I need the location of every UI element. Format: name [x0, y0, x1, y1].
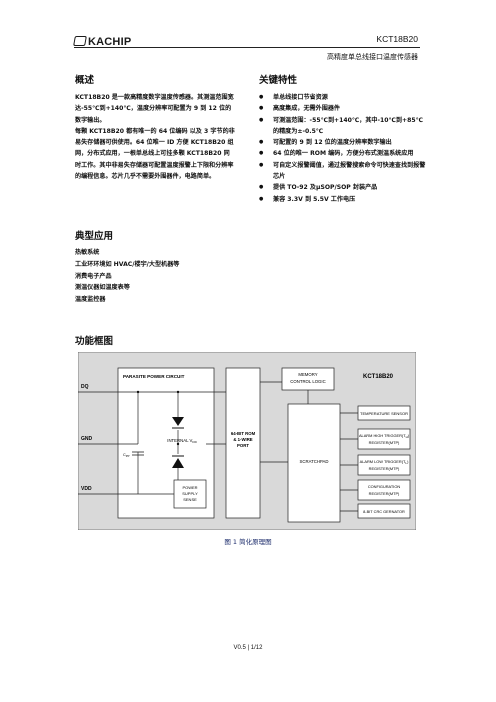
internal-vdd-label: INTERNAL VDD: [167, 438, 197, 444]
alarm-low-register-box: [357, 454, 411, 476]
pin-label: DQ: [81, 384, 89, 390]
diode-icon: [172, 458, 184, 468]
power-sense-line: SUPPLY: [182, 491, 198, 496]
features-heading: 关键特性: [259, 75, 298, 86]
register-label: CONFIGURATION: [368, 484, 401, 489]
list-item: 兼容 3.3V 到 5.5V 工作电压: [259, 194, 429, 206]
alarm-high-register-box: [357, 428, 411, 450]
rom-line: 64-BIT ROM: [231, 431, 256, 436]
register-label: TEMPERATURE SENSOR: [360, 411, 408, 416]
document-subtitle: 高精度单总线接口温度传感器: [327, 53, 418, 61]
list-item: 测温仪器如温度表等: [75, 284, 130, 292]
applications-heading: 典型应用: [75, 231, 114, 242]
list-item: 可自定义报警阈值，通过报警搜索命令可快速查找到报警芯片: [259, 160, 429, 183]
header-divider: [74, 47, 420, 48]
register-label: 8-BIT CRC GERNATOR: [363, 509, 405, 514]
list-item: 高度集成，无需外围器件: [259, 103, 429, 115]
configuration-register-box: [357, 479, 411, 501]
list-item: 单总线接口节省资源: [259, 92, 429, 104]
register-label: REGISTER(MTP): [369, 440, 400, 445]
junction-dot: [176, 390, 180, 394]
diode-icon: [172, 417, 184, 426]
power-sense-line: POWER: [182, 485, 197, 490]
list-item: 温度监控器: [75, 296, 106, 304]
page-footer: V0.5 | 1/12: [233, 645, 263, 651]
power-supply-sense-box: [173, 479, 207, 509]
wiring: [78, 381, 358, 512]
list-item: 热敏系统: [75, 249, 100, 256]
pin-label: VDD: [81, 486, 92, 492]
parasite-power-label: PARASITE POWER CIRCUIT: [123, 374, 185, 379]
logo-mark-icon: [73, 36, 87, 46]
block-diagram: PARASITE POWER CIRCUIT 64-BIT ROM & 1-WI…: [78, 352, 416, 530]
list-item: 提供 TO-92 及μSOP/SOP 封装产品: [259, 182, 429, 194]
list-item: 工业环环境如 HVAC/楼宇/大型机器等: [75, 260, 180, 268]
overview-paragraph: 每颗 KCT18B20 都有唯一的 64 位编码 以及 3 字节的非易失存储器可…: [75, 127, 235, 181]
register-label: REGISTER(MTP): [369, 466, 400, 471]
memory-control-line: MEMORY: [298, 372, 317, 377]
figure-caption: 图 1 简化原理图: [224, 538, 272, 546]
register-label: ALARM HIGH TRIGGER(TH): [359, 433, 410, 439]
memory-control-line: CONTROL LOGIC: [290, 379, 325, 384]
register-label: REGISTER(MTP): [369, 491, 400, 496]
list-item: 消费电子产品: [75, 272, 112, 280]
junction-dot: [176, 442, 180, 446]
overview-paragraph: KCT18B20 是一款高精度数字温度传感器。其测温范围宽达-55℃到+140℃…: [75, 94, 234, 124]
list-item: 可测温范围：-55℃到+140℃，其中-10℃到+85℃的精度为±-0.5℃: [259, 115, 429, 138]
scratchpad-box: [287, 403, 341, 523]
block-diagram-heading: 功能框图: [75, 336, 114, 347]
pin-label: GND: [81, 436, 93, 442]
overview-heading: 概述: [75, 75, 95, 86]
applications-list: 热敏系统 工业环环境如 HVAC/楼宇/大型机器等 消费电子产品 测温仪器如温度…: [75, 247, 179, 306]
scratchpad-label: SCRATCHPAD: [300, 459, 329, 464]
features-list: 单总线接口节省资源 高度集成，无需外围器件 可测温范围：-55℃到+140℃，其…: [259, 92, 429, 205]
rom-line: PORT: [237, 443, 249, 448]
part-number: KCT18B20: [376, 34, 418, 44]
list-item: 可配置的 9 到 12 位的温度分辨率数字输出: [259, 137, 429, 149]
overview-text: KCT18B20 是一款高精度数字温度传感器。其测温范围宽达-55℃到+140℃…: [75, 92, 235, 182]
register-label: ALARM LOW TRIGGER(TL): [360, 459, 409, 465]
power-sense-line: SENSE: [183, 497, 197, 502]
rom-port-box: [225, 367, 261, 519]
capacitor-label: CPP: [123, 453, 130, 458]
list-item: 64 位的唯一 ROM 编码，方便分布式测温系统应用: [259, 148, 429, 160]
junction-dot: [136, 390, 140, 394]
rom-line: & 1-WIRE: [233, 437, 252, 442]
company-logo: KACHIP: [73, 36, 131, 48]
chip-label: KCT18B20: [363, 374, 394, 380]
